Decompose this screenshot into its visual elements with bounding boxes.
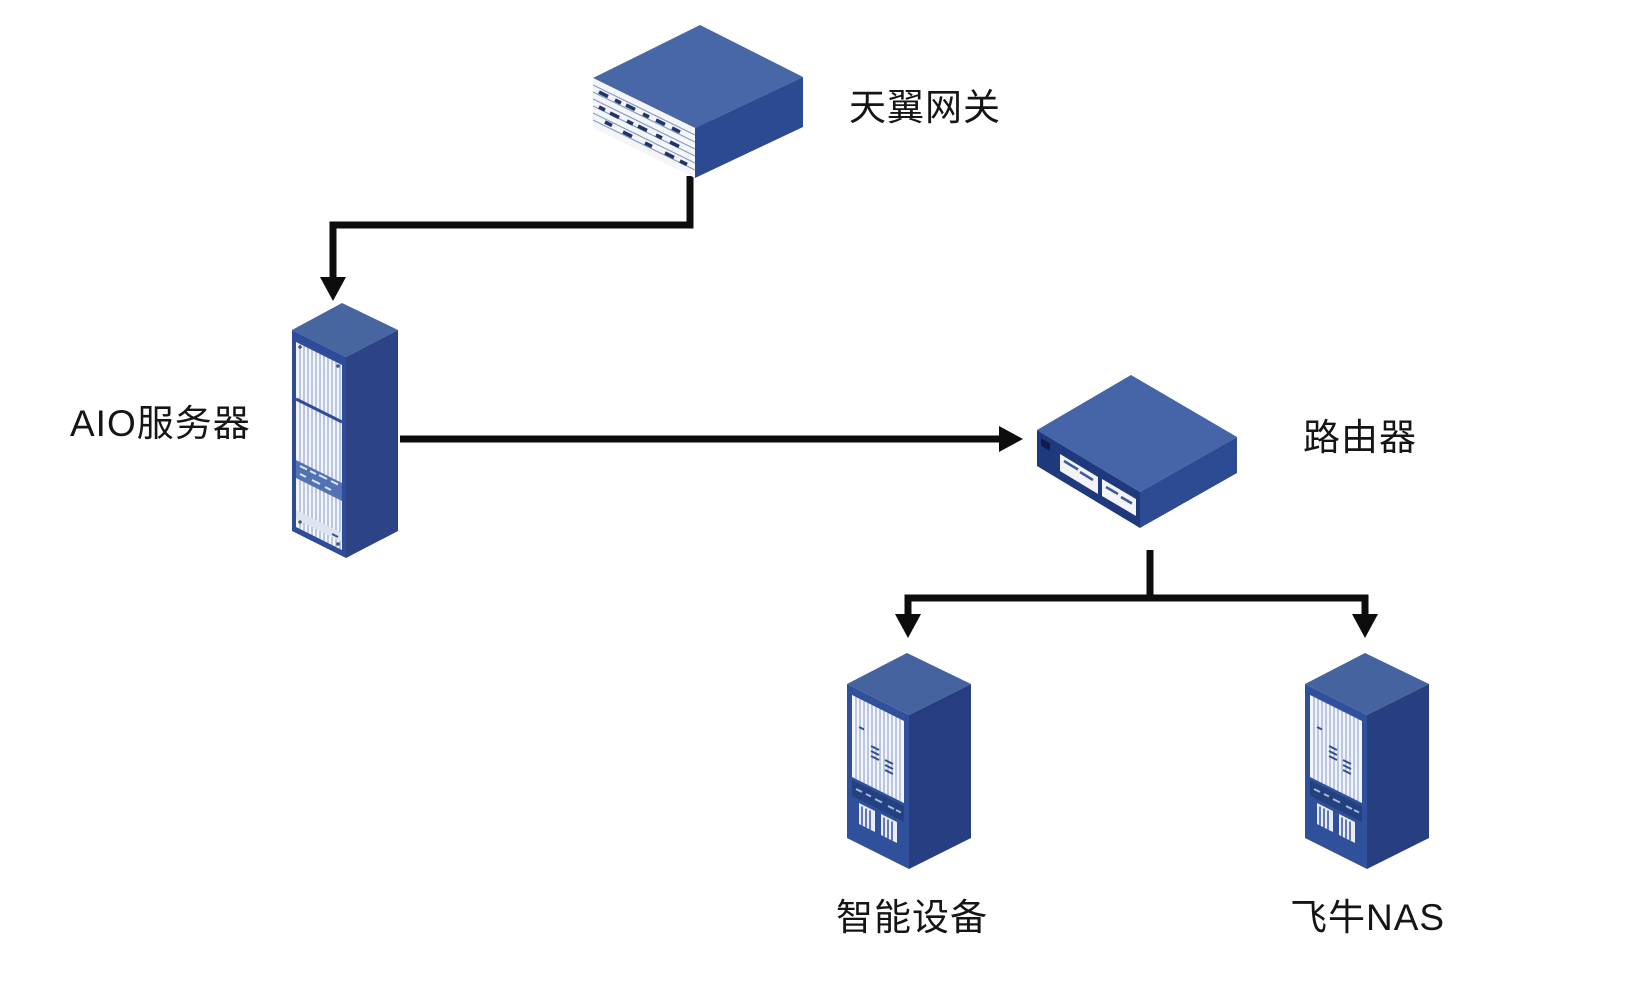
smart-port-chip-2 xyxy=(881,814,897,843)
arrowhead-to-router xyxy=(999,426,1023,452)
nas-side-face xyxy=(1367,684,1429,869)
aio-band-marks xyxy=(299,465,339,491)
smart-port-chip-1 xyxy=(859,803,875,832)
gateway-port-marks xyxy=(598,90,688,167)
label-aio-server: AIO服务器 xyxy=(70,403,251,444)
nas-port-chip-1 xyxy=(1317,803,1333,832)
smart-chip2-stripes xyxy=(883,817,893,841)
label-router: 路由器 xyxy=(1303,417,1417,458)
smart-device-icon xyxy=(847,653,971,869)
aio-panel-slats xyxy=(299,344,341,549)
aio-top-face xyxy=(292,303,398,357)
label-gateway: 天翼网关 xyxy=(849,87,1001,128)
nas-chip2-stripes xyxy=(1341,817,1351,841)
smart-panel-slats xyxy=(855,697,901,801)
router-chip2-marks xyxy=(1105,485,1133,505)
label-smart-device: 智能设备 xyxy=(836,897,988,938)
nas-port-chip-2 xyxy=(1339,814,1355,843)
label-feiniu-nas: 飞牛NAS xyxy=(1290,897,1446,938)
arrowhead-to-aio-server xyxy=(320,277,346,301)
router-device-icon xyxy=(1037,375,1237,528)
arrowhead-to-smart-device xyxy=(895,614,921,638)
aio-bottom-strip xyxy=(296,510,342,542)
edge-gateway-to-aio-server xyxy=(329,176,694,282)
router-port-socket xyxy=(1041,438,1050,451)
smart-side-face xyxy=(909,684,971,869)
router-top-face xyxy=(1037,375,1237,492)
aio-server-device-icon xyxy=(292,303,398,558)
gateway-side-face xyxy=(695,77,803,178)
arrowhead-to-feiniu-nas xyxy=(1352,614,1378,638)
aio-strip-mark xyxy=(331,533,339,538)
gateway-top-face xyxy=(593,25,803,128)
aio-panel-screws xyxy=(298,345,340,546)
aio-panel-divider xyxy=(295,397,343,424)
smart-chip1-stripes xyxy=(861,806,871,830)
nas-band-marks xyxy=(1313,788,1360,814)
gateway-device-icon xyxy=(592,25,803,178)
router-side-face xyxy=(1140,437,1237,528)
edge-router-split xyxy=(904,550,1369,618)
router-chip1-marks xyxy=(1063,459,1094,482)
nas-chip1-stripes xyxy=(1319,806,1329,830)
smart-band-marks xyxy=(855,788,902,814)
aio-side-face xyxy=(346,330,398,558)
nas-panel-marks xyxy=(1316,726,1352,775)
feiniu-nas-device-icon xyxy=(1305,653,1429,869)
smart-panel-marks xyxy=(858,726,894,775)
